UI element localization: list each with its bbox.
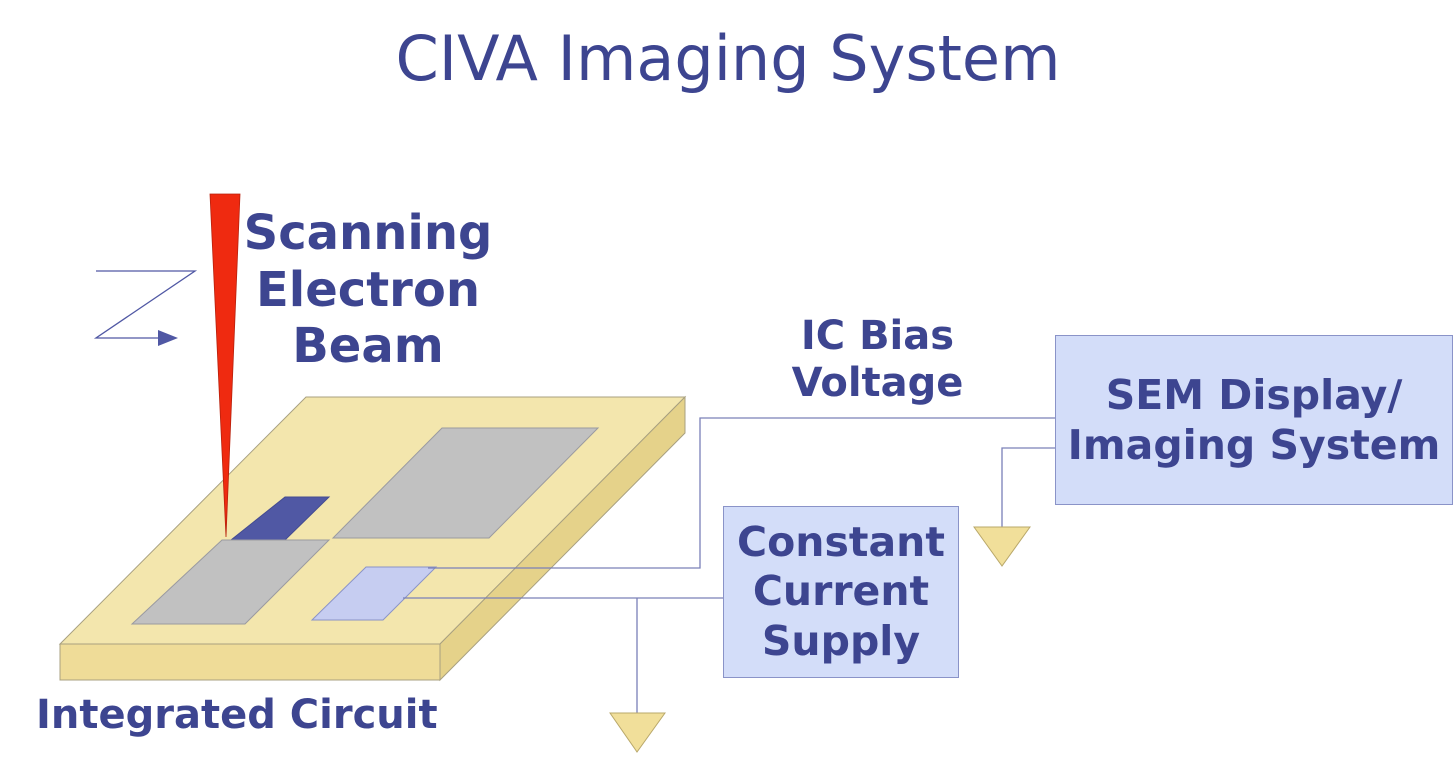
light-blue-pad [310,566,438,621]
large-gray-pad [331,427,600,539]
wiring [403,417,1055,713]
ground-symbol-sem [973,526,1031,567]
ic-bias-voltage-label: IC Bias Voltage [791,313,964,407]
integrated-circuit-label: Integrated Circuit [36,692,438,738]
lower-gray-pad [130,539,331,625]
scanning-electron-beam-label: Scanning Electron Beam [243,205,493,375]
electron-beam [209,193,241,538]
page-title: CIVA Imaging System [395,22,1061,95]
integrated-circuit-chip [58,395,687,682]
sem-display-imaging-system-box: SEM Display/ Imaging System [1055,335,1453,505]
constant-current-supply-box: Constant Current Supply [723,506,959,678]
scan-path-arrow [93,270,198,346]
ground-symbol-supply [609,712,666,753]
